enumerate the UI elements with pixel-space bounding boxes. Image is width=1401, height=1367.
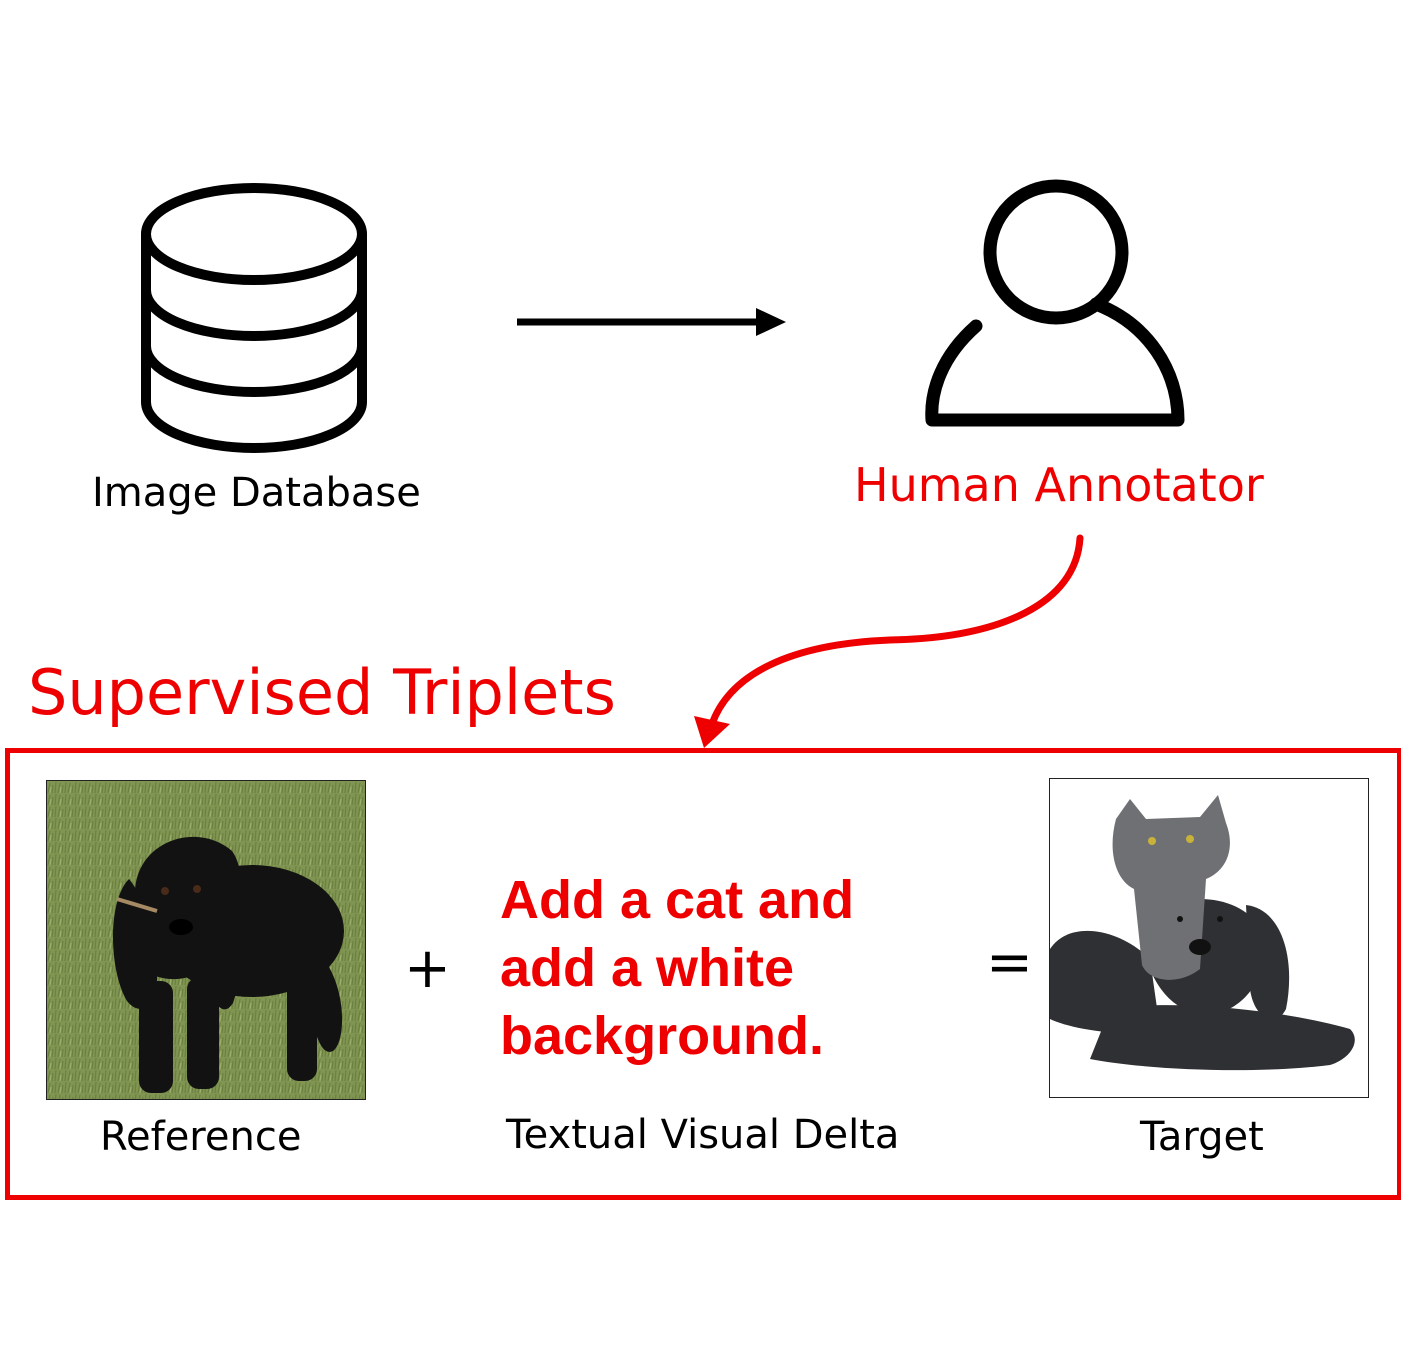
dog-on-grass-image	[47, 781, 365, 1099]
curved-arrow-icon	[694, 534, 1084, 748]
dog-with-cat-image	[1050, 779, 1368, 1097]
reference-image	[46, 780, 366, 1100]
supervised-triplets-title: Supervised Triplets	[28, 656, 616, 729]
person-icon	[925, 179, 1185, 427]
right-arrow-icon	[517, 308, 786, 336]
textual-visual-delta-label: Textual Visual Delta	[506, 1112, 900, 1158]
target-image	[1049, 778, 1369, 1098]
plus-symbol: +	[404, 936, 451, 1001]
database-icon	[141, 183, 367, 453]
reference-label: Reference	[100, 1114, 302, 1160]
equals-symbol: =	[986, 930, 1033, 995]
image-database-label: Image Database	[92, 470, 421, 516]
target-label: Target	[1140, 1114, 1264, 1160]
human-annotator-label: Human Annotator	[854, 458, 1264, 512]
triplet-box	[5, 748, 1401, 1200]
textual-delta-text: Add a cat and add a white background.	[500, 870, 855, 1066]
